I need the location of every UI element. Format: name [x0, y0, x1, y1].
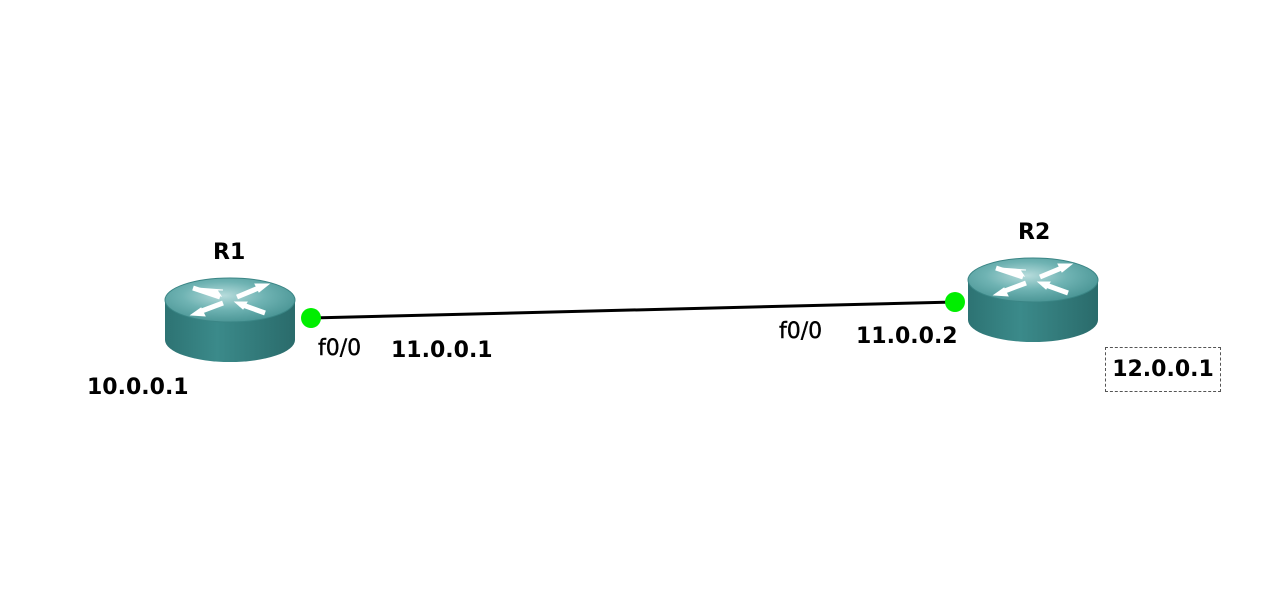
router-r2-ip-note[interactable]: 12.0.0.1: [1105, 347, 1221, 392]
r2-link-ip: 11.0.0.2: [856, 324, 958, 349]
router-r2-ip: 12.0.0.1: [1112, 356, 1214, 382]
r2-link-status-dot: [945, 292, 965, 312]
r1-link-ip: 11.0.0.1: [391, 338, 493, 363]
router-r1-name: R1: [213, 240, 246, 265]
link-line[interactable]: [310, 300, 956, 320]
router-r1-icon[interactable]: [165, 278, 295, 362]
router-r1-ip: 10.0.0.1: [87, 375, 189, 400]
r1-port-label: f0/0: [318, 336, 362, 361]
router-r2-icon[interactable]: [968, 258, 1098, 342]
r2-port-label: f0/0: [779, 319, 823, 344]
r1-link-status-dot: [301, 308, 321, 328]
router-r2-name: R2: [1018, 220, 1051, 245]
